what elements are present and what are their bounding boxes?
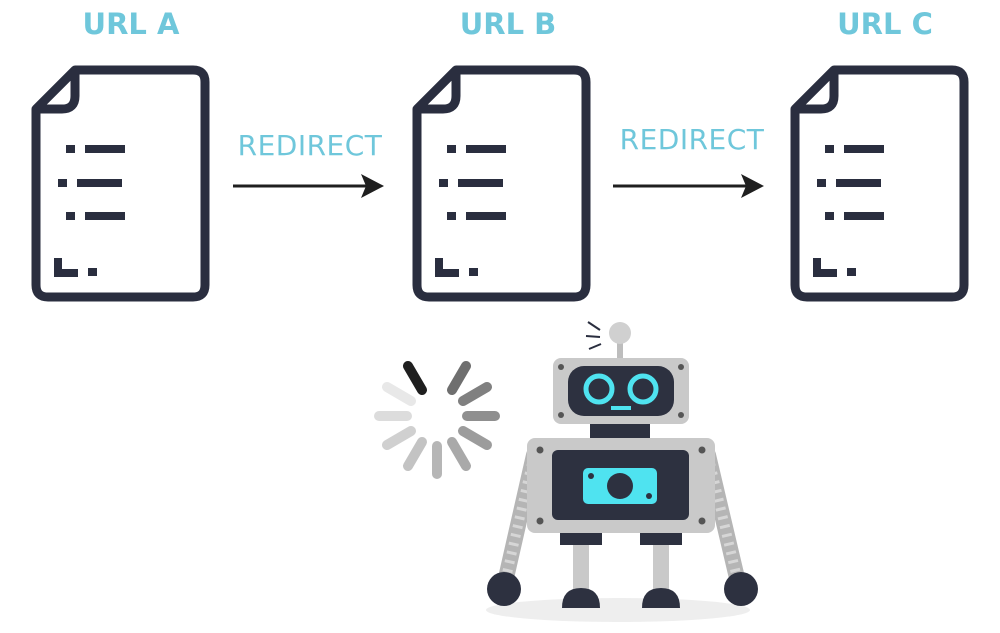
edge-label-a-to-b: REDIRECT [237, 129, 383, 162]
node-title-url-b: URL B [459, 7, 557, 41]
node-title-url-a: URL A [82, 7, 180, 41]
redirect-arrow-b-to-c [613, 174, 764, 198]
document-icon-url-a [36, 70, 205, 297]
document-icon-url-b [417, 70, 586, 297]
redirect-arrow-a-to-b [233, 174, 384, 198]
loading-spinner-icon [374, 353, 500, 479]
edge-label-b-to-c: REDIRECT [619, 123, 765, 156]
node-title-url-c: URL C [837, 7, 933, 41]
document-icon-url-c [795, 70, 964, 297]
robot-icon [486, 321, 758, 622]
